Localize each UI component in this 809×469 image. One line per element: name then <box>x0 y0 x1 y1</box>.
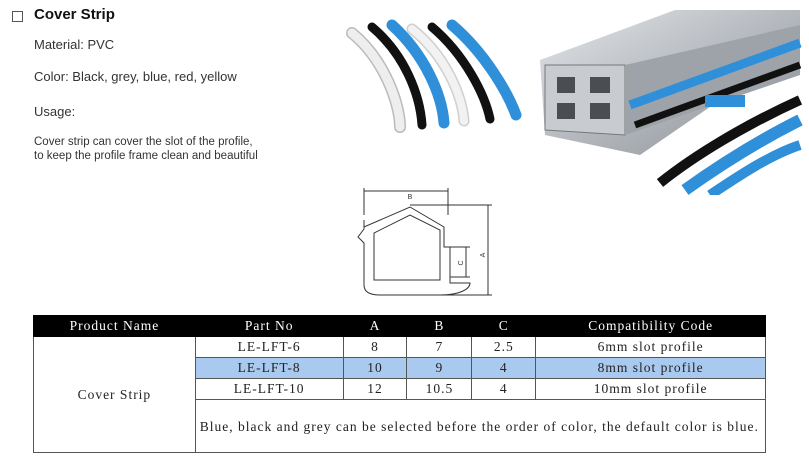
c-cell: 4 <box>471 378 537 400</box>
diagram-label-b: B <box>408 194 413 201</box>
header-part-no: Part No <box>194 315 344 337</box>
color-note-cell: Blue, black and grey can be selected bef… <box>194 399 767 453</box>
header-a: A <box>342 315 408 337</box>
product-name-cell: Cover Strip <box>33 336 196 453</box>
header-c: C <box>471 315 537 337</box>
b-cell: 7 <box>406 336 473 358</box>
header-b: B <box>406 315 473 337</box>
table-row: Blue, black and grey can be selected bef… <box>34 399 767 453</box>
diagram-label-a: A <box>480 252 487 257</box>
checkbox-icon <box>12 11 23 22</box>
table-header-row: Product Name Part No A B C Compatibility… <box>33 315 766 337</box>
b-cell: 10.5 <box>406 378 473 400</box>
part-no-cell: LE-LFT-8 <box>194 357 344 379</box>
c-cell: 2.5 <box>471 336 537 358</box>
b-cell: 9 <box>406 357 473 379</box>
color-text: Color: Black, grey, blue, red, yellow <box>34 69 237 84</box>
page-title: Cover Strip <box>34 6 115 23</box>
usage-text-line1: Cover strip can cover the slot of the pr… <box>34 136 253 148</box>
compatibility-cell: 6mm slot profile <box>535 336 766 358</box>
part-no-cell: LE-LFT-10 <box>194 378 344 400</box>
table-row: Cover Strip LE-LFT-6 8 7 2.5 6mm slot pr… <box>33 336 766 453</box>
cover-strips-photo <box>346 19 522 133</box>
a-cell: 10 <box>342 357 408 379</box>
a-cell: 12 <box>342 378 408 400</box>
table-row: LE-LFT-10 12 10.5 4 10mm slot profile <box>34 378 766 400</box>
c-cell: 4 <box>471 357 537 379</box>
spec-table: Product Name Part No A B C Compatibility… <box>33 315 767 453</box>
header-compatibility-code: Compatibility Code <box>535 315 766 337</box>
profile-photo <box>540 10 803 195</box>
part-no-cell: LE-LFT-6 <box>194 336 344 358</box>
compatibility-cell: 10mm slot profile <box>535 378 766 400</box>
cross-section-diagram: B A C <box>357 188 492 296</box>
header-product-name: Product Name <box>33 315 196 337</box>
a-cell: 8 <box>342 336 408 358</box>
usage-label: Usage: <box>34 104 76 119</box>
usage-text-line2: to keep the profile frame clean and beau… <box>34 150 258 162</box>
material-text: Material: PVC <box>34 37 115 52</box>
compatibility-cell: 8mm slot profile <box>535 357 766 379</box>
diagram-label-c: C <box>458 260 465 265</box>
